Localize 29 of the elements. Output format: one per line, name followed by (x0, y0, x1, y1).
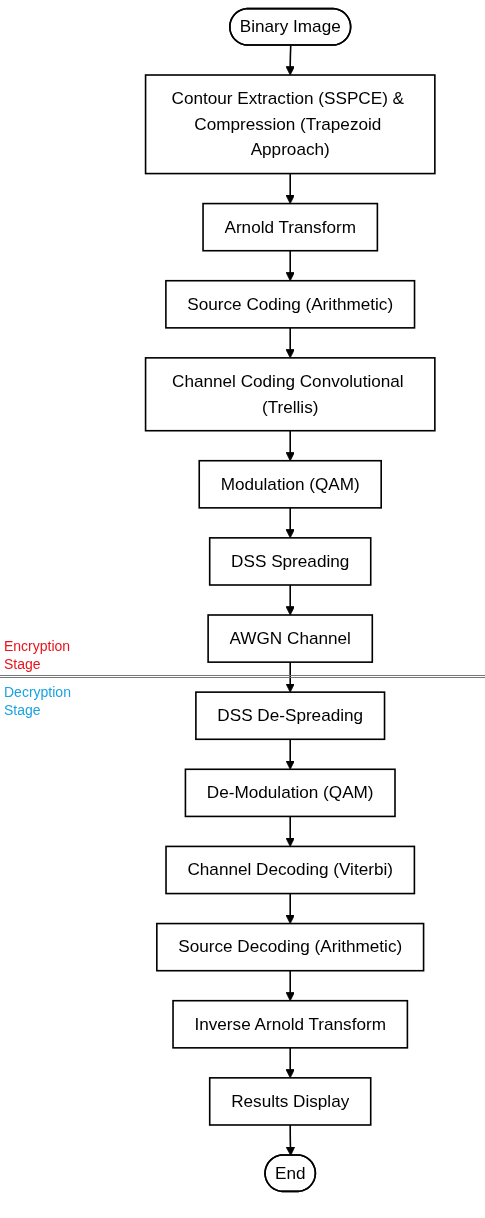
node-box: DSS De-Spreading (194, 691, 386, 741)
node-box: Channel Decoding (Viterbi) (165, 845, 415, 895)
arrow (285, 1124, 295, 1156)
arrow (285, 172, 295, 204)
node-box: De-Modulation (QAM) (184, 768, 396, 818)
node-box: DSS Spreading (208, 537, 372, 586)
arrow (285, 44, 295, 76)
arrow (285, 892, 295, 924)
node-box: Contour Extraction (SSPCE) & Compression (Trapezoid Approach) (144, 74, 436, 175)
node-box: Results Display (208, 1077, 372, 1126)
arrow (285, 738, 295, 770)
arrow (285, 249, 295, 282)
node-box: Inverse Arnold Transform (172, 999, 408, 1049)
arrow (285, 815, 295, 847)
node-box: Source Coding (Arithmetic) (164, 279, 416, 329)
stage-label: Decryption Stage (4, 683, 72, 720)
arrow (285, 327, 295, 359)
arrow (285, 661, 295, 693)
node-box: AWGN Channel (207, 614, 373, 663)
arrow (285, 429, 295, 462)
node-box: Modulation (QAM) (198, 459, 382, 509)
node-box: Source Decoding (Arithmetic) (155, 922, 425, 972)
arrow (285, 507, 295, 539)
arrow (285, 969, 295, 1002)
stage-label: Encryption Stage (4, 637, 72, 674)
arrow (285, 1047, 295, 1079)
node-box: Channel Coding Convolutional (Trellis) (144, 357, 436, 432)
node-box: Arnold Transform (202, 202, 378, 252)
arrow (285, 584, 295, 616)
